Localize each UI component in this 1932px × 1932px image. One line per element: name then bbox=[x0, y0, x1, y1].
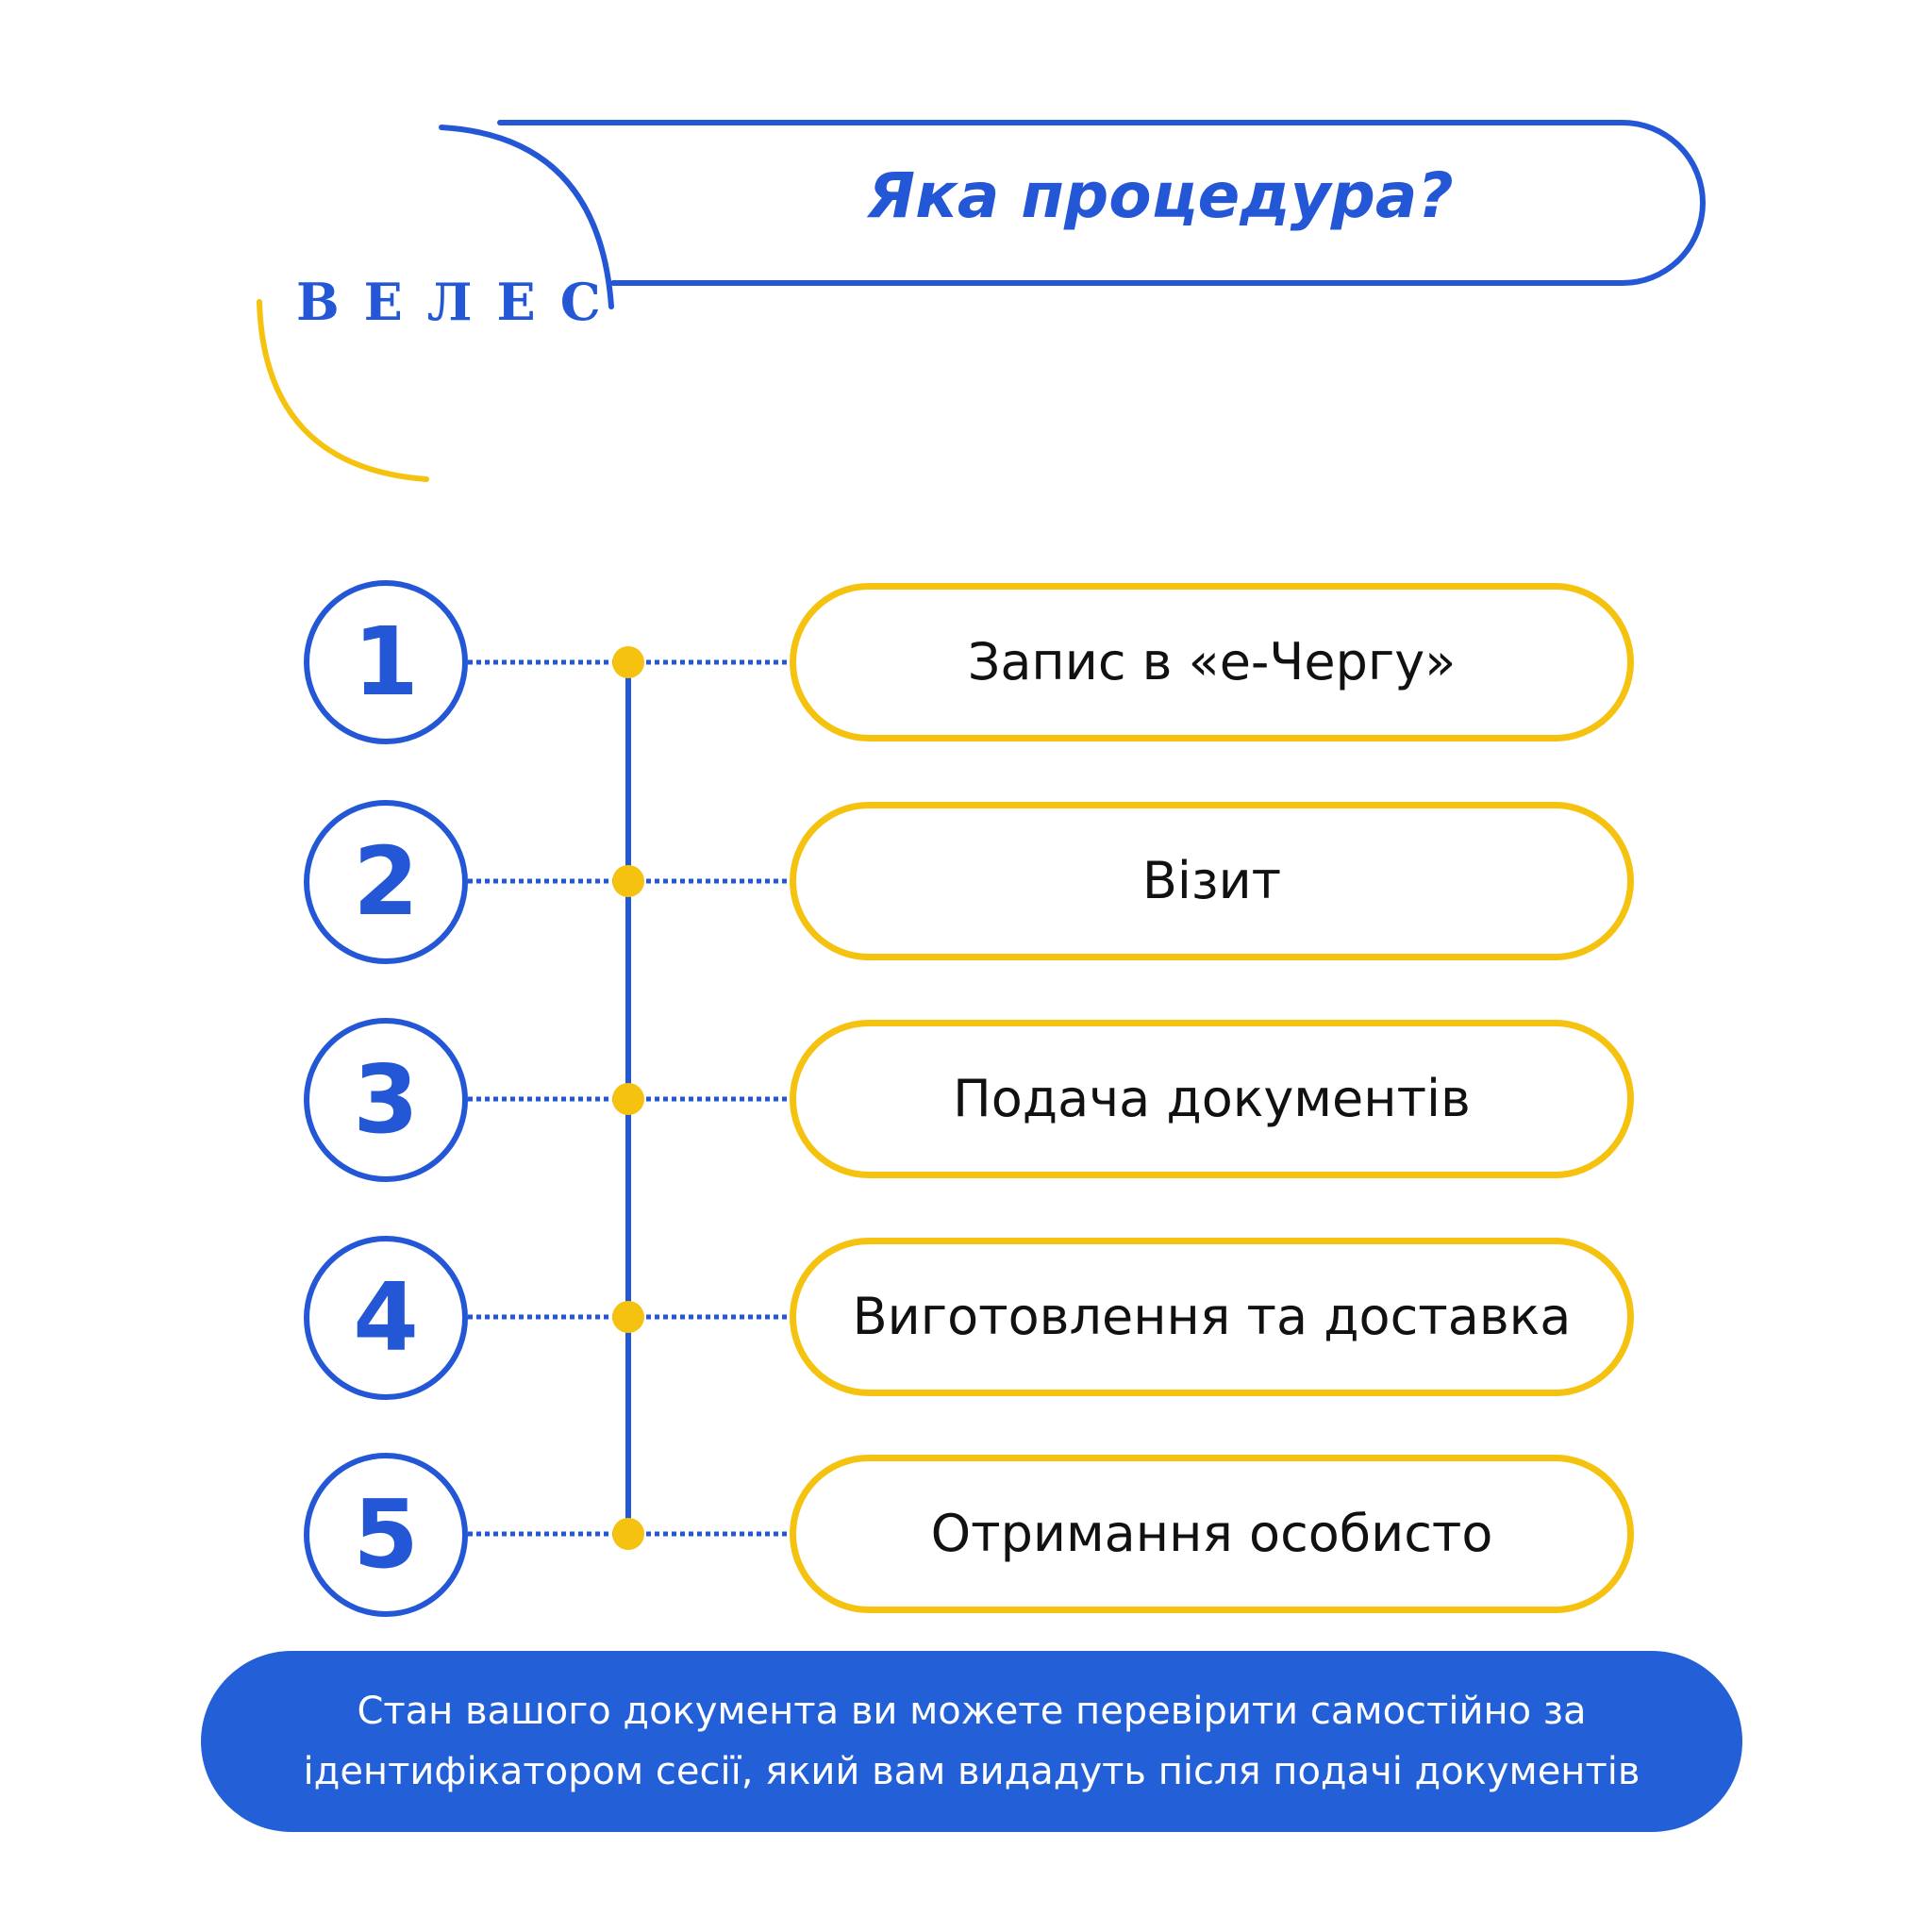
connector-group bbox=[468, 646, 789, 1550]
title-banner-outline bbox=[497, 120, 1706, 286]
step-number-2: 2 bbox=[304, 800, 468, 964]
junction-dot-2 bbox=[612, 865, 644, 897]
junction-dot-3 bbox=[612, 1083, 644, 1115]
step-number-1: 1 bbox=[304, 580, 468, 744]
footer-text: Стан вашого документа ви можете перевіри… bbox=[303, 1690, 1641, 1793]
step-label-5: Отримання особисто bbox=[790, 1455, 1634, 1613]
step-label-1: Запис в «е-Чергу» bbox=[790, 583, 1634, 741]
logo-blue-arc bbox=[439, 125, 614, 309]
step-number-5: 5 bbox=[304, 1453, 468, 1617]
step-number-3: 3 bbox=[304, 1018, 468, 1182]
junction-dot-5 bbox=[612, 1518, 644, 1550]
junction-dot-4 bbox=[612, 1301, 644, 1333]
step-label-3: Подача документів bbox=[790, 1020, 1634, 1178]
brand-logo: ВЕЛЕС bbox=[296, 272, 625, 332]
logo-yellow-arc bbox=[257, 299, 429, 482]
page-title: Яка процедура? bbox=[867, 159, 1454, 232]
step-number-4: 4 bbox=[304, 1236, 468, 1400]
step-label-4: Виготовлення та доставка bbox=[790, 1238, 1634, 1396]
step-label-2: Візит bbox=[790, 802, 1634, 960]
junction-dot-1 bbox=[612, 646, 644, 678]
info-footer: Стан вашого документа ви можете перевіри… bbox=[201, 1651, 1742, 1832]
